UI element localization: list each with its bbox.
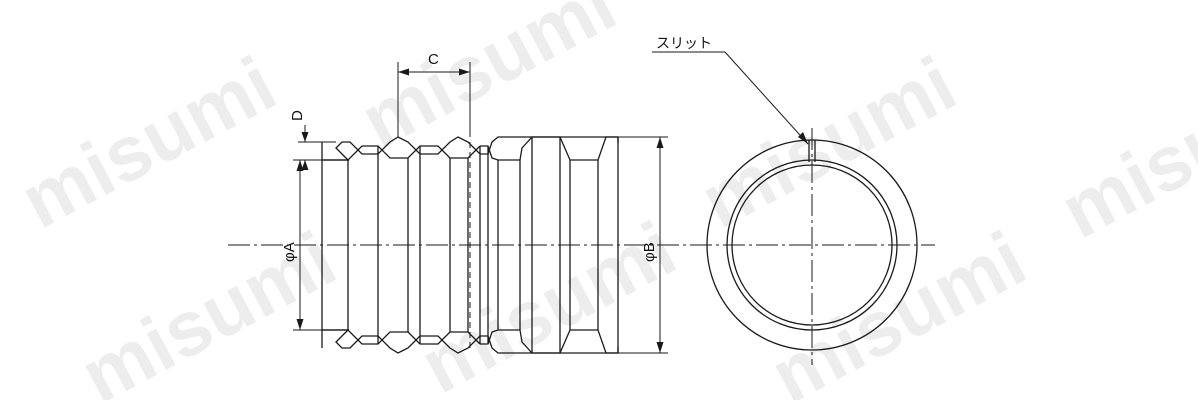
end-view — [706, 128, 918, 365]
watermark: misumi — [7, 39, 289, 245]
dimension-d: D — [289, 110, 336, 170]
watermark: misumi — [687, 39, 969, 245]
label-d: D — [289, 110, 306, 121]
dimension-phi-b: φB — [618, 136, 668, 354]
watermark: misumi — [407, 204, 689, 400]
dimension-c: C — [397, 51, 471, 137]
label-phi-a: φA — [281, 242, 298, 262]
watermark: misumi — [67, 214, 349, 400]
dimension-phi-a: φA — [281, 159, 322, 331]
watermark-group: misumi misumi misumi misumi misumi misum… — [7, 0, 1198, 400]
top-right-outline — [480, 136, 618, 161]
slit-callout: スリット — [652, 36, 809, 145]
label-slit: スリット — [656, 36, 712, 52]
watermark: misumi — [1047, 49, 1198, 255]
watermark: misumi — [347, 0, 629, 165]
watermark: misumi — [757, 214, 1039, 400]
label-c: C — [428, 51, 439, 68]
label-phi-b: φB — [641, 242, 658, 262]
side-view — [228, 136, 935, 354]
bottom-right-outline — [480, 329, 618, 354]
